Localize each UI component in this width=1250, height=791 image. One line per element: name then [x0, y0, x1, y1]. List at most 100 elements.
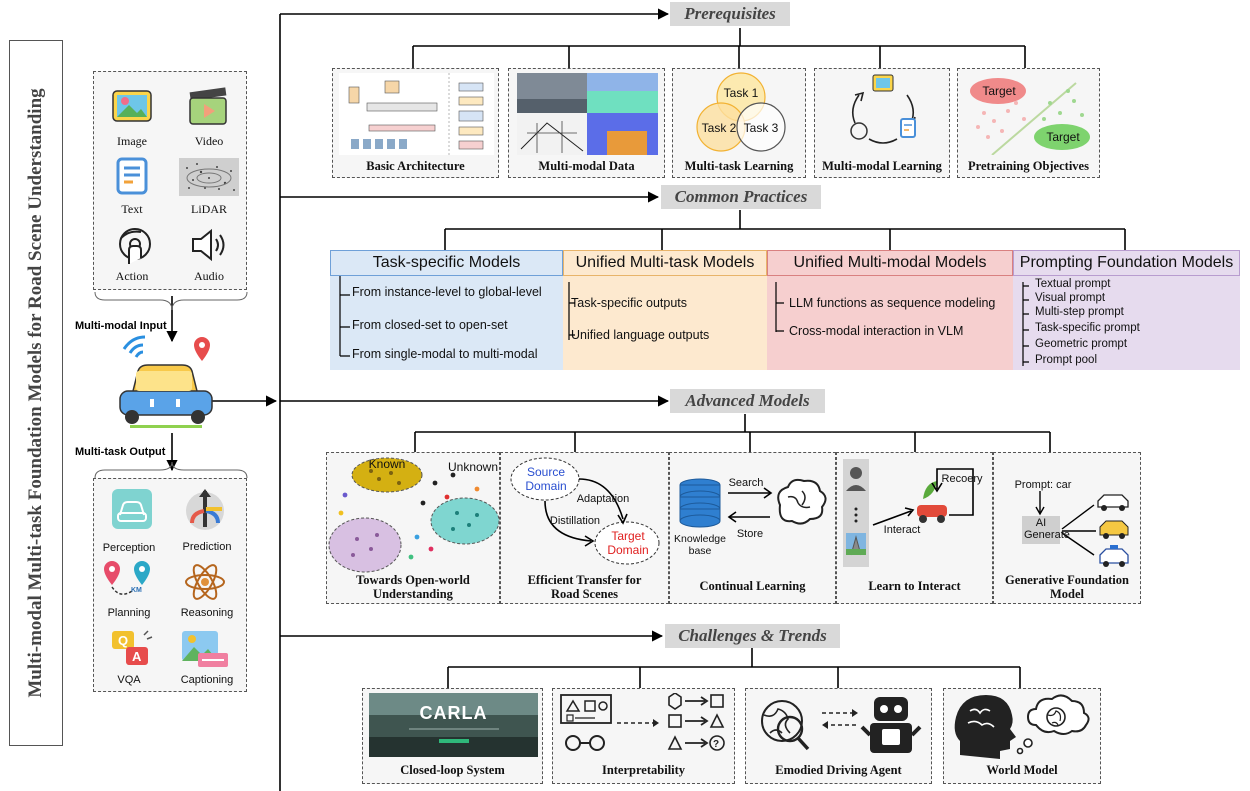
- card-multitask-learning: Task 1 Task 2 Task 3 Multi-task Learning: [672, 68, 806, 178]
- audio-icon: [192, 228, 225, 262]
- cp-item: Multi-step prompt: [1035, 306, 1124, 318]
- card-label-multimodal-learning: Multi-modal Learning: [822, 159, 942, 173]
- interpretability-icons: ?: [560, 693, 725, 751]
- generative-diagram: [1022, 491, 1129, 567]
- card-label-basic-architecture: Basic Architecture: [366, 159, 465, 173]
- card-generative: Prompt: car AI Generate Generative Found…: [993, 452, 1141, 604]
- cp-item: Task-specific prompt: [1035, 322, 1140, 334]
- open-world-clusters: [328, 457, 500, 573]
- architecture-diagram: [339, 73, 494, 155]
- carla-logo: CARLA: [419, 703, 488, 723]
- cp-item: Prompt pool: [1035, 354, 1098, 366]
- world-model-icons: [954, 694, 1090, 759]
- task-label-2: Task 2: [701, 121, 737, 135]
- unknown-label: Unknown: [447, 460, 499, 474]
- planning-icon: [104, 561, 150, 595]
- card-embodied-agent: Emodied Driving Agent: [745, 688, 932, 784]
- card-label-open-world: Towards Open-world Understanding: [356, 573, 470, 601]
- target-label-1: Target: [982, 84, 1016, 98]
- card-efficient-transfer: Source Domain Target Domain Adaptation D…: [500, 452, 669, 604]
- interact-diagram: [843, 459, 974, 567]
- cp-column-prompting: Prompting Foundation Models Textual prom…: [1013, 250, 1240, 370]
- card-open-world: Known Unknown Towards Open-world Underst…: [326, 452, 500, 604]
- output-label-vqa: VQA: [117, 674, 141, 686]
- distillation-label: Distillation: [549, 515, 601, 527]
- multimodal-input-label: Multi-modal Input: [75, 320, 167, 332]
- task-label-1: Task 1: [723, 86, 759, 100]
- cp-item: Task-specific outputs: [571, 296, 688, 310]
- cp-item: LLM functions as sequence modeling: [789, 296, 996, 310]
- car-icon: [119, 335, 213, 428]
- input-modalities-box: Image Video Text LiDAR Action: [93, 71, 247, 290]
- task-venn-diagram: [696, 72, 786, 152]
- card-learn-to-interact: Recoery Interact Learn to Interact: [836, 452, 993, 604]
- cp-item: Cross-modal interaction in VLM: [789, 324, 964, 338]
- cp-item: From single-modal to multi-modal: [352, 347, 538, 361]
- carla-screenshot: [369, 693, 538, 757]
- target-domain-label: Target Domain: [607, 529, 649, 557]
- card-interpretability: ? Interpretability: [552, 688, 735, 784]
- known-label: Known: [368, 457, 406, 471]
- input-label-video: Video: [194, 134, 224, 148]
- vqa-icon: Q A: [112, 630, 153, 665]
- card-label-closed-loop: Closed-loop System: [400, 763, 505, 777]
- output-label-perception: Perception: [102, 542, 156, 554]
- text-icon: [116, 157, 148, 195]
- cp-title-prompting: Prompting Foundation Models: [1013, 250, 1240, 276]
- card-label-multitask-learning: Multi-task Learning: [684, 159, 794, 173]
- task-label-3: Task 3: [743, 121, 779, 135]
- adaptation-label: Adaptation: [576, 493, 630, 505]
- cp-item: Unified language outputs: [571, 328, 710, 342]
- svg-text:?: ?: [713, 739, 719, 750]
- output-label-captioning: Captioning: [180, 674, 234, 686]
- captioning-icon: [182, 631, 228, 667]
- video-icon: [189, 87, 227, 125]
- input-label-audio: Audio: [194, 269, 224, 283]
- card-label-learn-to-interact: Learn to Interact: [868, 579, 961, 593]
- cp-brackets: [339, 276, 1029, 366]
- multimodal-cycle-icon: [850, 74, 916, 144]
- perception-icon: [112, 489, 152, 529]
- domain-transfer-diagram: [510, 457, 660, 565]
- sidebar-title-box: Multi-modal Multi-task Foundation Models…: [9, 40, 63, 746]
- target-label-2: Target: [1046, 130, 1080, 144]
- section-title-advanced-models: Advanced Models: [670, 389, 825, 413]
- cp-item: Visual prompt: [1035, 292, 1106, 304]
- card-continual-learning: Search Store Knowledge base Continual Le…: [669, 452, 836, 604]
- card-basic-architecture: Basic Architecture: [332, 68, 499, 178]
- ai-generate-label: AI Generate: [1024, 517, 1070, 541]
- section-title-common-practices: Common Practices: [661, 185, 821, 209]
- card-multimodal-data: Multi-modal Data: [508, 68, 665, 178]
- prompt-car-label: Prompt: car: [1014, 479, 1072, 491]
- output-label-planning: Planning: [107, 607, 151, 619]
- input-label-action: Action: [115, 269, 149, 283]
- cp-item: From instance-level to global-level: [352, 285, 542, 299]
- card-label-interpretability: Interpretability: [601, 763, 686, 777]
- cp-column-task-specific: Task-specific Models From instance-level…: [330, 250, 563, 370]
- card-multimodal-learning: Multi-modal Learning: [814, 68, 950, 178]
- card-pretraining-objectives: Target Target Pretraining Objectives: [957, 68, 1100, 178]
- image-icon: [112, 90, 152, 122]
- card-closed-loop: CARLA Closed-loop System: [362, 688, 543, 784]
- card-label-world-model: World Model: [986, 763, 1058, 777]
- interact-label: Interact: [883, 524, 921, 536]
- card-label-continual-learning: Continual Learning: [699, 579, 806, 593]
- input-label-text: Text: [121, 202, 143, 216]
- section-title-challenges: Challenges & Trends: [665, 624, 840, 648]
- multimodal-data-image: [517, 73, 658, 155]
- card-label-pretraining-objectives: Pretraining Objectives: [968, 159, 1089, 173]
- section-title-prerequisites: Prerequisites: [670, 2, 790, 26]
- km-badge: KM: [131, 587, 142, 594]
- card-world-model: World Model: [943, 688, 1101, 784]
- cp-title-multimodal: Unified Multi-modal Models: [767, 250, 1013, 276]
- continual-learning-diagram: [679, 478, 827, 528]
- card-label-generative: Generative Foundation Model: [1005, 573, 1129, 601]
- source-domain-label: Source Domain: [525, 465, 567, 493]
- cp-column-multimodal: Unified Multi-modal Models LLM functions…: [767, 250, 1013, 370]
- cp-column-multitask: Unified Multi-task Models Task-specific …: [563, 250, 767, 370]
- action-icon: [119, 228, 151, 264]
- cp-item: From closed-set to open-set: [352, 318, 508, 332]
- input-label-image: Image: [117, 134, 147, 148]
- svg-text:Q: Q: [118, 633, 128, 648]
